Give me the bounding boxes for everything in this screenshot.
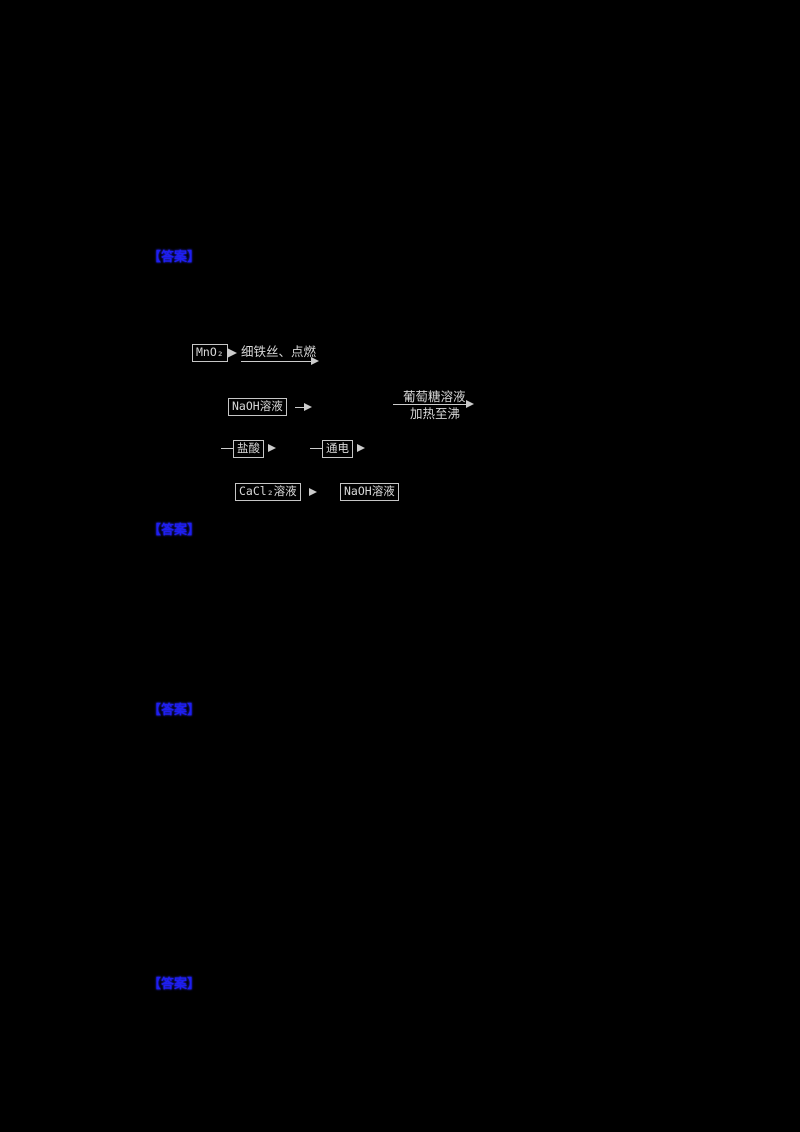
- arrow-right-icon: [268, 444, 276, 452]
- condition-label-glucose-solution: 葡萄糖溶液: [403, 389, 466, 404]
- answer-marker-4: 【答案】: [148, 977, 201, 992]
- condition-box-mno2: MnO₂: [192, 344, 228, 362]
- condition-box-hydrochloric-acid: 盐酸: [233, 440, 264, 458]
- condition-label-heat-to-boil: 加热至沸: [410, 406, 461, 421]
- arrow-line: [393, 404, 466, 405]
- answer-marker-3: 【答案】: [148, 703, 201, 718]
- arrow-right-icon: [309, 488, 317, 496]
- condition-label-iron-wire-ignite: 细铁丝、点燃: [241, 344, 317, 359]
- answer-marker-1: 【答案】: [148, 250, 201, 265]
- arrow-right-icon: [466, 400, 474, 408]
- arrow-line: [241, 361, 311, 362]
- arrow-line: [221, 448, 233, 449]
- arrow-line: [310, 448, 322, 449]
- arrow-right-icon: [227, 348, 237, 358]
- condition-box-naoh-2: NaOH溶液: [340, 483, 399, 501]
- answer-marker-2: 【答案】: [148, 523, 201, 538]
- arrow-right-icon: [357, 444, 365, 452]
- arrow-right-icon: [304, 403, 312, 411]
- condition-box-electrify: 通电: [322, 440, 353, 458]
- condition-box-cacl2: CaCl₂溶液: [235, 483, 301, 501]
- arrow-right-icon: [311, 357, 319, 365]
- condition-box-naoh-1: NaOH溶液: [228, 398, 287, 416]
- arrow-line: [295, 407, 304, 408]
